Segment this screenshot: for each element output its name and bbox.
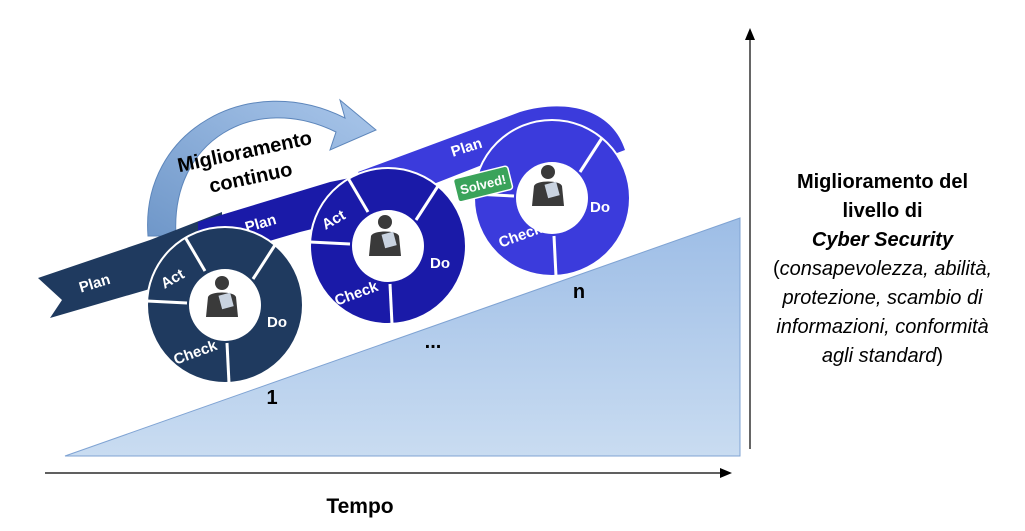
y-axis-text-line7-wrap: agli standard) [760, 342, 1005, 371]
person-icon [369, 215, 401, 256]
x-axis-arrowhead [720, 468, 732, 478]
step-marker-last: n [573, 281, 585, 303]
person-icon [206, 276, 238, 317]
cycle1-do-label: Do [267, 314, 287, 331]
y-axis-text-line4: consapevolezza, abilità, [779, 258, 993, 280]
pdca-cycle-second: Act Check Do [309, 167, 467, 325]
y-axis-text-line2: livello di [842, 200, 923, 222]
y-axis-open-paren: ( [772, 258, 780, 280]
plan-arrow-first [38, 212, 222, 318]
cycle2-do-label: Do [430, 255, 450, 272]
person-icon [532, 165, 564, 206]
y-axis-text-line7: agli standard [821, 345, 937, 367]
step-marker-first: 1 [266, 387, 277, 409]
x-axis-label: Tempo [326, 495, 394, 518]
y-axis-arrowhead [745, 28, 755, 40]
y-axis-text-line1: Miglioramento del [796, 171, 969, 193]
y-axis-text-line4-wrap: (consapevolezza, abilità, [760, 255, 1005, 284]
pdca-cycle-first: Act Check Do [146, 226, 304, 384]
y-axis-description: Miglioramento del livello di Cyber Secur… [760, 168, 1005, 371]
step-marker-middle: ... [425, 331, 442, 353]
improvement-ramp [64, 217, 741, 457]
y-axis-close-paren: ) [936, 345, 944, 367]
continuous-improvement-arrow [147, 98, 377, 237]
y-axis-text-line6: informazioni, conformità [776, 316, 989, 338]
y-axis-text-line5: protezione, scambio di [782, 287, 983, 309]
cycle3-do-label: Do [590, 199, 610, 216]
pdca-cycle-third: Check Do [473, 119, 631, 277]
y-axis-text-line3: Cyber Security [811, 229, 954, 251]
